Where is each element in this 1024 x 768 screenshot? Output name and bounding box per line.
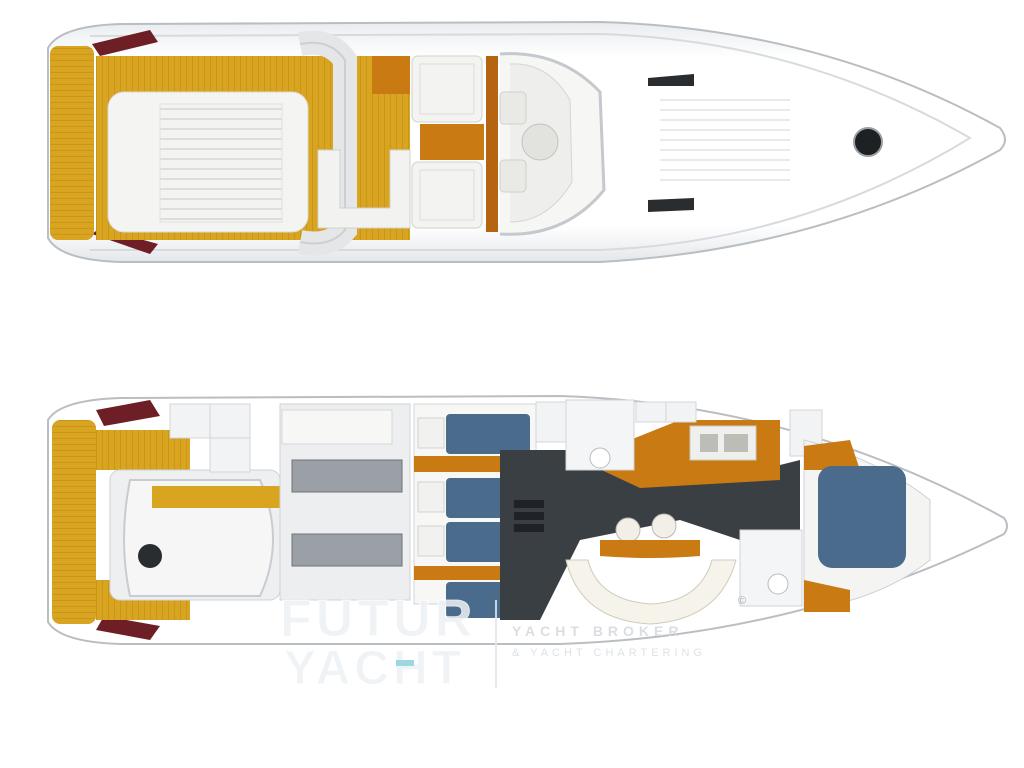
central-passage [500, 450, 800, 620]
companionway-stairs [514, 500, 544, 532]
watermark-copyright: © [738, 595, 746, 607]
cockpit-side-seat [411, 161, 483, 229]
watermark: FUTUR YACHT YACHT BROKER & YACHT CHARTER… [280, 590, 747, 696]
boat-lower-deck-plan [47, 394, 1008, 645]
swim-platform [52, 420, 96, 624]
watermark-tagline-line2: & YACHT CHARTERING [512, 647, 706, 659]
watermark-accent [396, 660, 414, 666]
stool-icon [615, 517, 641, 543]
cockpit-seating [317, 149, 411, 229]
helm-seat [499, 91, 527, 125]
stool-icon [651, 513, 677, 539]
boat-top-deck-plan [47, 20, 1006, 263]
engine [291, 459, 403, 567]
deck-hatch [648, 74, 694, 86]
watermark-brand-line1: FUTUR [280, 590, 476, 648]
deck-hatch [648, 198, 694, 212]
dinette-sofa [565, 559, 737, 625]
blue-berth [446, 414, 530, 454]
porthole-icon [853, 127, 883, 157]
watermark-brand-line2: YACHT [284, 642, 465, 695]
watermark-tagline-line1: YACHT BROKER [512, 623, 684, 639]
stern-corner-upper [92, 30, 158, 56]
head-compartment [739, 529, 803, 607]
blue-berth [818, 466, 906, 568]
helm-seat [499, 159, 527, 193]
foredeck-sunpad [660, 99, 790, 181]
helm-wood-strip [486, 56, 498, 232]
swim-platform [50, 46, 94, 240]
cockpit-side-seat [411, 55, 483, 123]
tender [123, 479, 274, 597]
helm-wheel-icon [521, 123, 559, 161]
